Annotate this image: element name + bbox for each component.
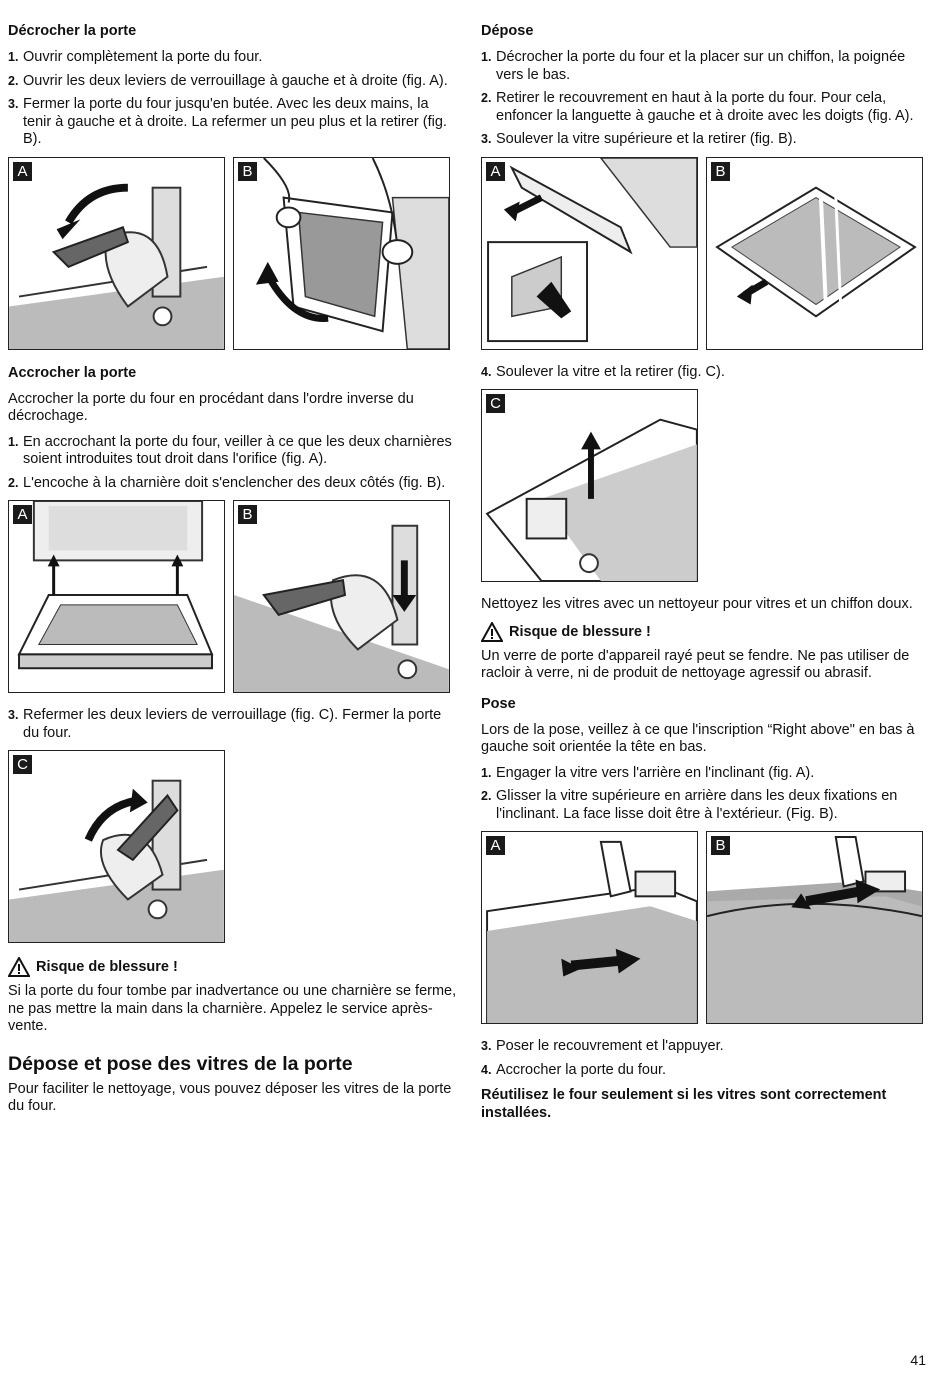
figure-door-removal: B	[233, 156, 450, 350]
section-title-pose: Pose	[481, 695, 516, 712]
list-item: 1.Ouvrir complètement la porte du four.	[8, 49, 263, 65]
door-illustration	[255, 157, 449, 349]
section-title-decrocher: Décrocher la porte	[8, 23, 137, 39]
list-item: 2.Retirer le recouvrement en haut à la p…	[481, 90, 914, 124]
warning-heading: Risque de blessure !	[481, 621, 931, 642]
figure-glass-slide: B	[706, 831, 923, 1024]
warning-text: Un verre de porte d'appareil rayé peut s…	[481, 647, 910, 682]
figure-glass-insert: A	[481, 831, 698, 1024]
figure-hinges-insert: A	[8, 500, 225, 693]
figures-depose-c: C	[481, 389, 931, 582]
figure-glass-lift: B	[706, 156, 923, 350]
glass-insert-illustration	[486, 840, 697, 1023]
warning-text: Si la porte du four tombe par inadvertan…	[8, 983, 457, 1034]
figure-lever-close: C	[8, 750, 225, 943]
figures-depose: A B	[481, 156, 931, 350]
page-number: 41	[910, 1352, 926, 1368]
hinge-illustration	[9, 183, 224, 349]
list-item: 1.Engager la vitre vers l'arrière en l'i…	[481, 764, 815, 781]
intro-accrocher: Accrocher la porte du four en procédant …	[8, 390, 414, 425]
glass-slide-illustration	[707, 835, 922, 1023]
section-title-vitres: Dépose et pose des vitres de la porte	[8, 1052, 353, 1075]
figure-hinge-notch: B	[233, 500, 450, 693]
steps-depose-4: 4.Soulever la vitre et la retirer (fig. …	[481, 364, 931, 382]
figure-label: B	[238, 505, 257, 524]
list-item: 2.Glisser la vitre supérieure en arrière…	[481, 788, 898, 822]
figure-label: C	[13, 755, 32, 774]
figure-label: A	[486, 836, 505, 855]
door-hinges-illustration	[17, 501, 214, 670]
steps-pose: 1.Engager la vitre vers l'arrière en l'i…	[481, 765, 931, 824]
warning-heading: Risque de blessure !	[8, 957, 458, 977]
figure-label: B	[711, 161, 730, 181]
figure-label: B	[711, 836, 730, 855]
vitres-intro: Pour faciliter le nettoyage, vous pouvez…	[8, 1080, 452, 1115]
list-item: 3.Refermer les deux leviers de verrouill…	[8, 707, 442, 741]
steps-accrocher-3: 3.Refermer les deux leviers de verrouill…	[8, 707, 458, 742]
figure-label: B	[238, 161, 257, 181]
warning-triangle-icon	[481, 621, 503, 642]
hinge-notch-illustration	[234, 524, 449, 692]
list-item: 4.Soulever la vitre et la retirer (fig. …	[481, 363, 725, 380]
figures-decrocher: A B	[8, 156, 458, 350]
steps-depose: 1.Décrocher la porte du four et la place…	[481, 49, 931, 149]
list-item: 3.Fermer la porte du four jusqu'en butée…	[8, 96, 447, 147]
clean-text: Nettoyez les vitres avec un nettoyeur po…	[481, 596, 913, 612]
lever-close-illustration	[9, 779, 224, 942]
list-item: 3.Poser le recouvrement et l'appuyer.	[481, 1038, 724, 1054]
figure-label: A	[13, 505, 32, 524]
figures-accrocher-c: C	[8, 750, 458, 943]
section-title-accrocher: Accrocher la porte	[8, 364, 137, 381]
warning-triangle-icon	[8, 957, 30, 977]
list-item: 4.Accrocher la porte du four.	[481, 1061, 667, 1078]
steps-pose-2: 3.Poser le recouvrement et l'appuyer. 4.…	[481, 1038, 931, 1079]
list-item: 1.En accrochant la porte du four, veille…	[8, 433, 452, 468]
glass-c-illustration	[485, 418, 697, 581]
figures-pose: A B	[481, 831, 931, 1024]
cover-illustration	[487, 157, 697, 342]
figure-label: A	[486, 161, 505, 181]
figures-accrocher: A B	[8, 500, 458, 693]
list-item: 2.L'encoche à la charnière doit s'enclen…	[8, 474, 446, 491]
list-item: 1.Décrocher la porte du four et la place…	[481, 49, 906, 83]
list-item: 3.Soulever la vitre supérieure et la ret…	[481, 131, 797, 147]
figure-hinge-lever-open: A	[8, 156, 225, 350]
steps-accrocher: 1.En accrochant la porte du four, veille…	[8, 434, 458, 493]
glass-illustration	[715, 186, 917, 318]
section-title-depose: Dépose	[481, 23, 534, 39]
figure-label: C	[486, 394, 505, 413]
intro-pose: Lors de la pose, veillez à ce que l'insc…	[481, 721, 915, 756]
figure-glass-lift-c: C	[481, 389, 698, 582]
steps-decrocher: 1.Ouvrir complètement la porte du four. …	[8, 49, 458, 149]
left-column: Décrocher la porte 1.Ouvrir complètement…	[8, 22, 458, 1124]
figure-cover-removal: A	[481, 156, 698, 350]
final-note: Réutilisez le four seulement si les vitr…	[481, 1087, 887, 1121]
right-column: Dépose 1.Décrocher la porte du four et l…	[481, 22, 931, 1130]
list-item: 2.Ouvrir les deux leviers de verrouillag…	[8, 72, 448, 89]
figure-label: A	[13, 161, 32, 181]
